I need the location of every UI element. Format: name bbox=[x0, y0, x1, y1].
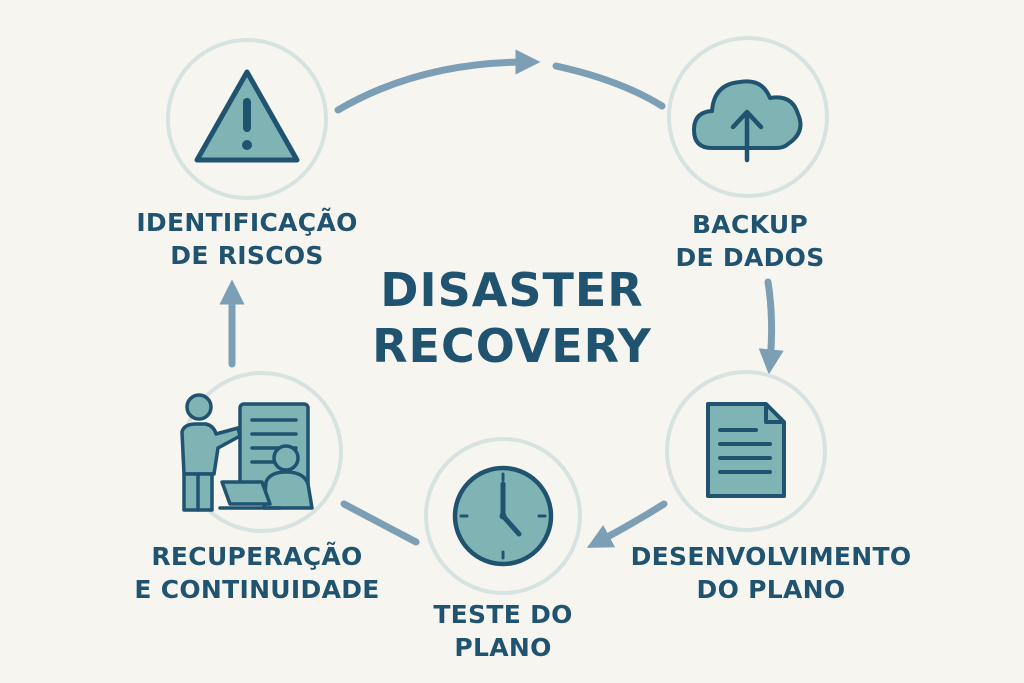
label-plan-development: DESENVOLVIMENTO DO PLANO bbox=[626, 540, 916, 606]
title-line-1: DISASTER bbox=[380, 263, 644, 317]
title-line-2: RECOVERY bbox=[372, 319, 652, 373]
icon-ring bbox=[665, 370, 827, 532]
label-line-1: TESTE DO bbox=[433, 600, 573, 629]
label-line-1: BACKUP bbox=[691, 210, 809, 239]
clock-icon bbox=[452, 465, 554, 567]
label-data-backup: BACKUP DE DADOS bbox=[640, 208, 860, 274]
label-line-1: DESENVOLVIMENTO bbox=[630, 542, 912, 571]
cloud-upload-icon bbox=[692, 79, 803, 163]
step-data-backup bbox=[667, 36, 829, 198]
arrow-plan-to-test bbox=[586, 500, 668, 548]
arrow-backup-to-plan bbox=[758, 278, 784, 375]
label-line-2: DE RISCOS bbox=[170, 241, 324, 270]
label-recovery-continuity: RECUPERAÇÃO E CONTINUIDADE bbox=[122, 540, 392, 606]
label-line-1: IDENTIFICAÇÃO bbox=[136, 208, 358, 237]
icon-ring bbox=[667, 36, 829, 198]
label-plan-testing: TESTE DO PLANO bbox=[403, 598, 603, 664]
label-line-1: RECUPERAÇÃO bbox=[151, 542, 363, 571]
arrow-risks-to-backup bbox=[334, 49, 541, 114]
label-line-2: PLANO bbox=[454, 633, 552, 662]
arrow-segment-to-backup bbox=[552, 62, 666, 110]
warning-icon bbox=[194, 69, 300, 163]
step-risk-identification bbox=[166, 38, 328, 200]
label-line-2: DO PLANO bbox=[696, 575, 846, 604]
step-plan-testing bbox=[424, 437, 582, 595]
team-server-icon bbox=[180, 393, 314, 512]
label-line-2: DE DADOS bbox=[675, 243, 825, 272]
icon-ring bbox=[424, 437, 582, 595]
diagram-title: DISASTER RECOVERY bbox=[312, 262, 712, 374]
step-recovery-continuity bbox=[180, 371, 343, 533]
cycle-arrows bbox=[219, 49, 784, 548]
label-risk-identification: IDENTIFICAÇÃO DE RISCOS bbox=[122, 206, 372, 272]
step-plan-development bbox=[665, 370, 827, 532]
icon-ring bbox=[166, 38, 328, 200]
label-line-2: E CONTINUIDADE bbox=[134, 575, 380, 604]
arrow-test-to-recovery bbox=[340, 500, 420, 546]
document-icon bbox=[706, 402, 786, 498]
